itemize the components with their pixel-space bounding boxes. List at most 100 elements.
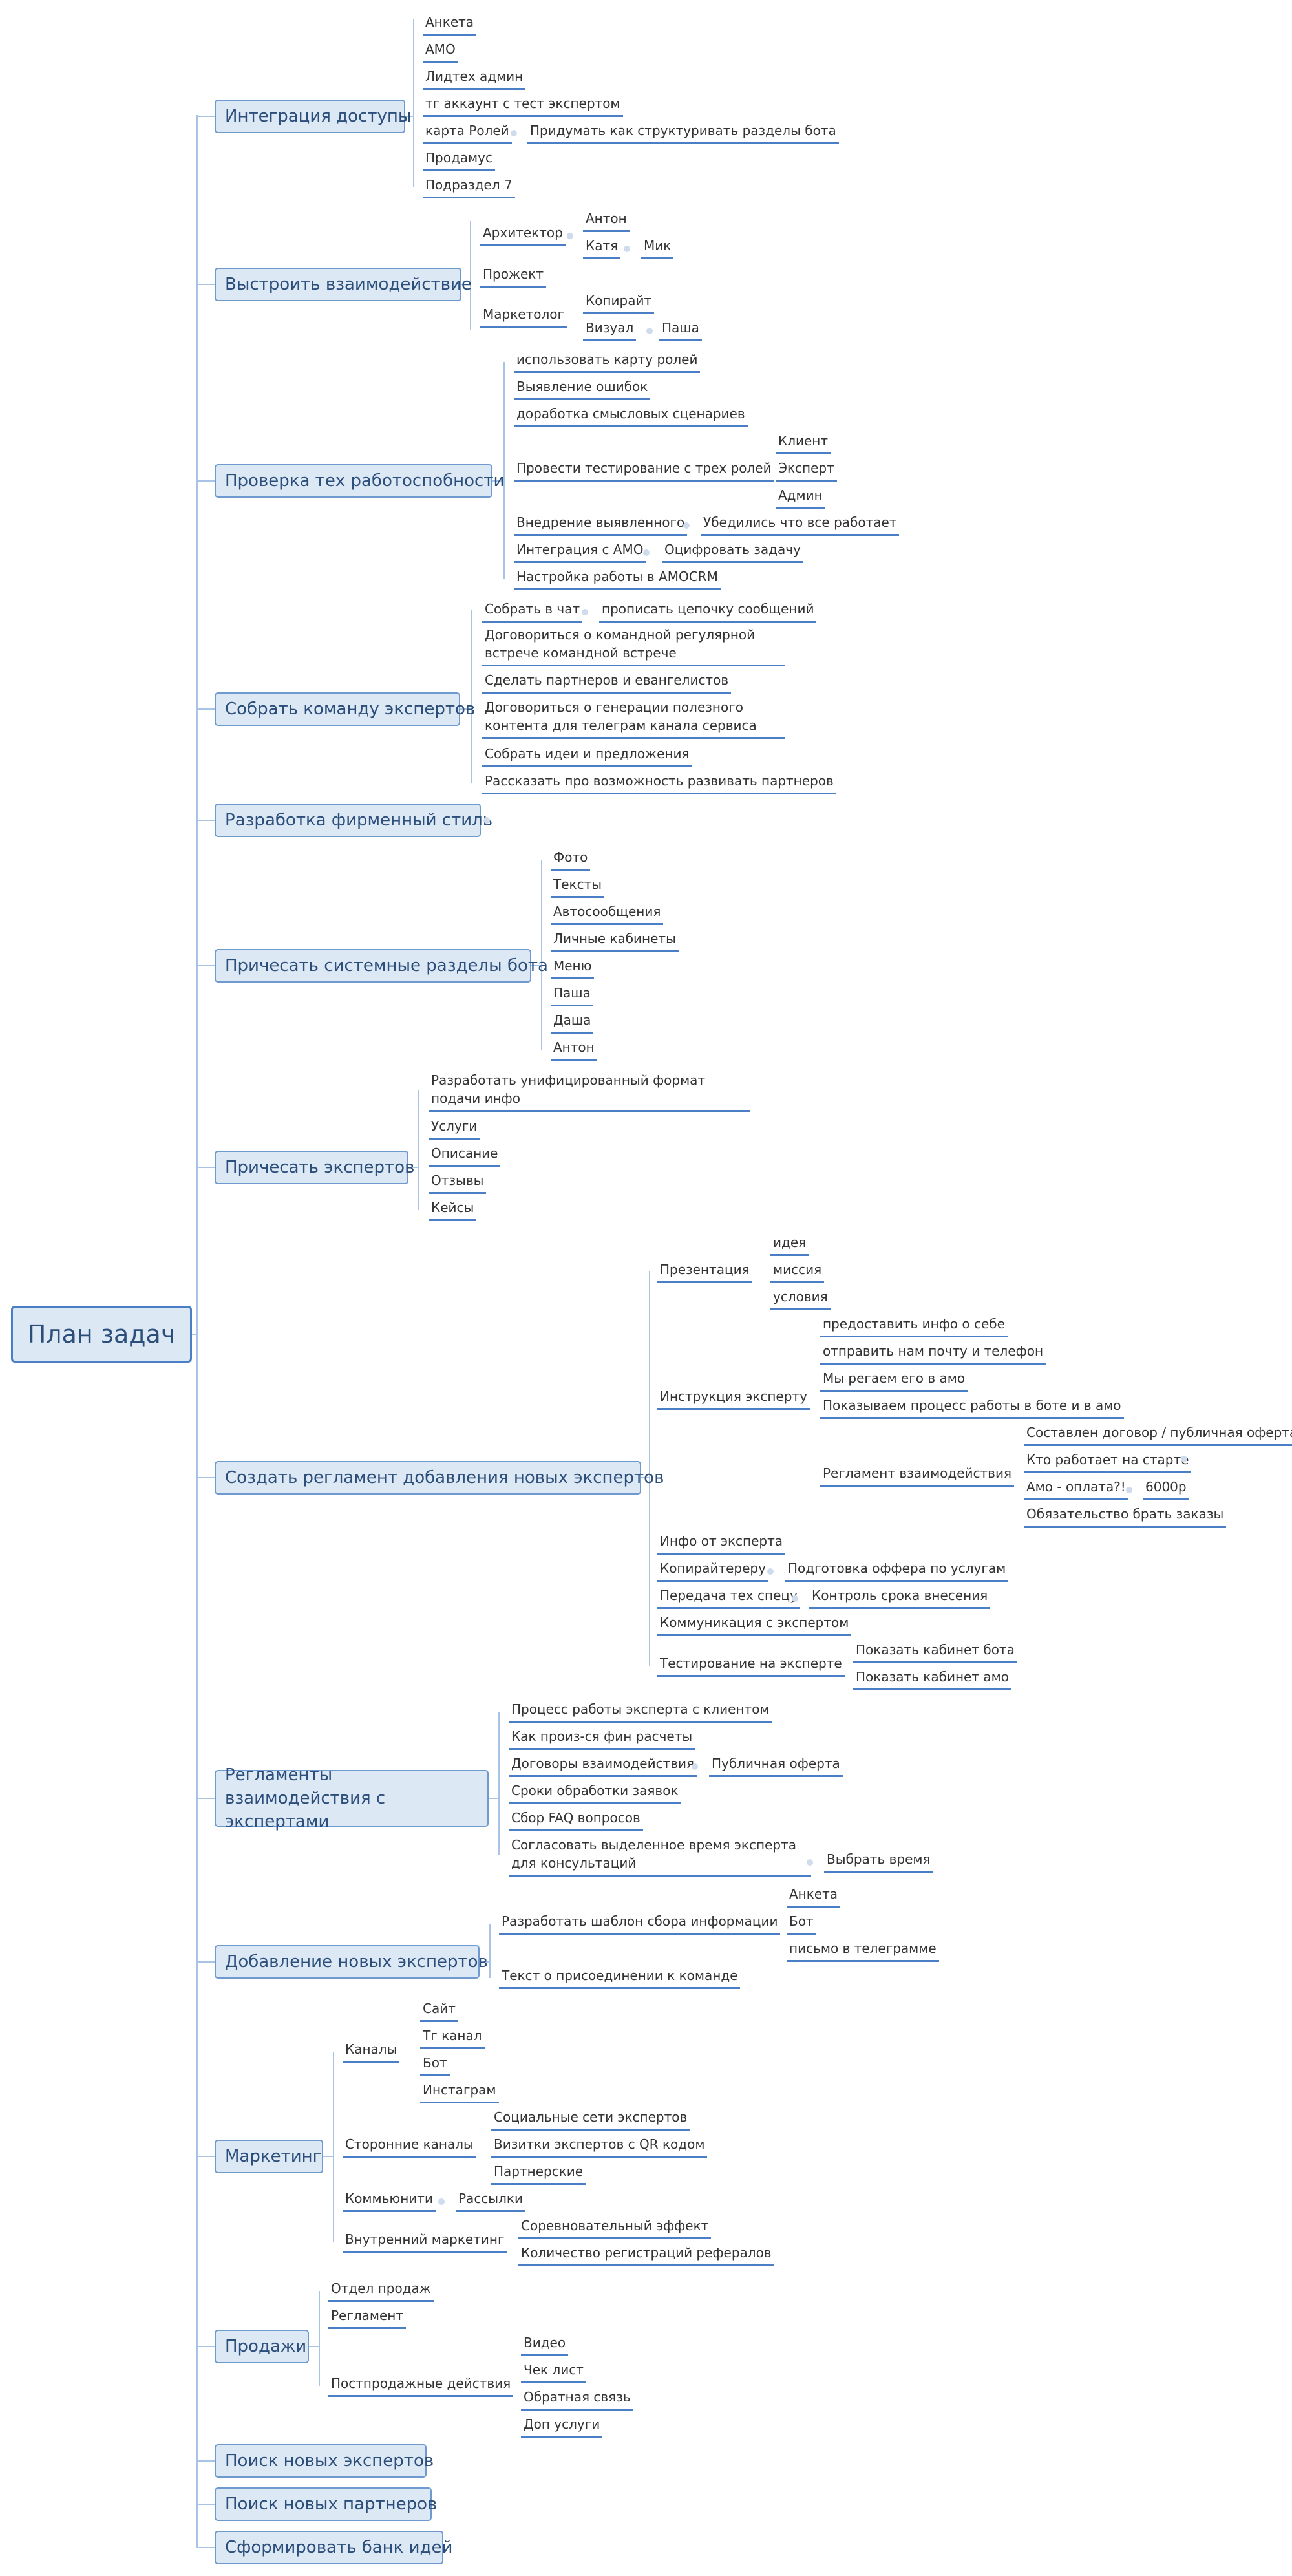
topic-polish-experts[interactable]: Причесать экспертов <box>215 1151 414 1184</box>
sub-item[interactable]: Бот <box>420 2054 450 2076</box>
sub-item[interactable]: Инструкция эксперту <box>657 1387 810 1410</box>
sub-item[interactable]: миссия <box>770 1261 825 1283</box>
sub-item[interactable]: Инстаграм <box>420 2081 499 2103</box>
sub-item[interactable]: Провести тестирование с трех ролей <box>514 459 774 482</box>
sub-item[interactable]: Коммьюнити <box>343 2189 436 2212</box>
topic-brand-style[interactable]: Разработка фирменный стиль <box>215 804 492 837</box>
topic-tech-check[interactable]: Проверка тех работоспобности <box>215 464 504 498</box>
sub-item[interactable]: Маркетолог <box>480 305 567 328</box>
sub-item[interactable]: Бот <box>787 1912 816 1935</box>
sub-item[interactable]: Интеграция с АМО <box>514 540 646 563</box>
sub-item[interactable]: Регламент <box>328 2306 407 2329</box>
sub-item[interactable]: Придумать как структуривать разделы бота <box>527 122 839 144</box>
sub-item[interactable]: Описание <box>429 1144 501 1167</box>
sub-item[interactable]: Контроль срока внесения <box>809 1586 991 1609</box>
sub-item[interactable]: Соревновательный эффект <box>518 2217 712 2239</box>
topic-assemble-team[interactable]: Собрать команду экспертов <box>215 692 475 726</box>
sub-item[interactable]: Как произ-ся фин расчеты <box>509 1727 695 1750</box>
sub-item[interactable]: Подготовка оффера по услугам <box>785 1559 1009 1582</box>
sub-item[interactable]: АМО <box>423 40 458 63</box>
sub-item[interactable]: Сторонние каналы <box>343 2135 476 2158</box>
sub-item[interactable]: предоставить инфо о себе <box>820 1315 1008 1337</box>
sub-item[interactable]: Эксперт <box>776 459 837 482</box>
sub-item[interactable]: Текст о присоединении к команде <box>499 1966 741 1989</box>
sub-item[interactable]: Личные кабинеты <box>551 930 679 952</box>
sub-item[interactable]: Внедрение выявленного <box>514 513 688 536</box>
topic-bot-sections[interactable]: Причесать системные разделы бота <box>215 949 548 983</box>
sub-item[interactable]: Рассказать про возможность развивать пар… <box>482 772 836 794</box>
sub-item[interactable]: Мы регаем его в амо <box>820 1369 968 1392</box>
sub-item[interactable]: Отдел продаж <box>328 2279 434 2302</box>
sub-item[interactable]: Обратная связь <box>521 2388 633 2411</box>
topic-add-experts[interactable]: Добавление новых экспертов <box>215 1945 488 1979</box>
topic-find-partners[interactable]: Поиск новых партнеров <box>215 2487 437 2521</box>
sub-item[interactable]: Согласовать выделенное время эксперта дл… <box>509 1836 811 1877</box>
sub-item[interactable]: Доп услуги <box>521 2415 603 2438</box>
sub-item[interactable]: Договориться о генерации полезного конте… <box>482 698 785 739</box>
sub-item[interactable]: Разработать унифицированный формат подач… <box>429 1071 750 1112</box>
sub-item[interactable]: Сроки обработки заявок <box>509 1782 681 1804</box>
sub-item[interactable]: Передача тех спецу <box>657 1586 800 1609</box>
sub-item[interactable]: Продамус <box>423 149 495 171</box>
sub-item[interactable]: условия <box>770 1288 831 1310</box>
sub-item[interactable]: Показать кабинет бота <box>853 1641 1017 1663</box>
sub-item[interactable]: Сбор FAQ вопросов <box>509 1809 643 1831</box>
sub-item[interactable]: Количество регистраций рефералов <box>518 2244 774 2266</box>
sub-item[interactable]: Даша <box>551 1011 594 1034</box>
sub-item[interactable]: Составлен договор / публичная оферта <box>1024 1423 1292 1446</box>
sub-item[interactable]: Договориться о командной регулярной встр… <box>482 626 785 666</box>
sub-item[interactable]: Разработать шаблон сбора информации <box>499 1912 781 1935</box>
sub-item[interactable]: Социальные сети экспертов <box>491 2108 690 2131</box>
sub-item[interactable]: Договоры взаимодействия <box>509 1754 697 1777</box>
sub-item[interactable]: Выбрать время <box>824 1850 933 1873</box>
sub-item[interactable]: идея <box>770 1233 809 1256</box>
topic-find-experts[interactable]: Поиск новых экспертов <box>215 2444 434 2478</box>
sub-item[interactable]: Лидтех админ <box>423 67 526 90</box>
sub-item[interactable]: Кейсы <box>429 1198 477 1221</box>
sub-item[interactable]: Визуал <box>583 319 637 341</box>
sub-item[interactable]: Тестирование на эксперте <box>657 1654 845 1677</box>
sub-item[interactable]: Админ <box>776 486 825 509</box>
sub-item[interactable]: Тг канал <box>420 2027 485 2049</box>
topic-build-interaction[interactable]: Выстроить взаимодействие <box>215 268 472 301</box>
sub-item[interactable]: Убедились что все работает <box>701 513 900 536</box>
sub-item[interactable]: Показать кабинет амо <box>853 1668 1011 1690</box>
sub-item[interactable]: Постпродажные действия <box>328 2374 514 2397</box>
sub-item[interactable]: Каналы <box>343 2040 400 2063</box>
sub-item[interactable]: Архитектор <box>480 224 566 246</box>
sub-item[interactable]: Прожект <box>480 265 547 288</box>
sub-item[interactable]: использовать карту ролей <box>514 350 701 373</box>
topic-sales[interactable]: Продажи <box>215 2330 309 2363</box>
sub-item[interactable]: Инфо от эксперта <box>657 1532 786 1555</box>
sub-item[interactable]: доработка смысловых сценариев <box>514 405 748 427</box>
topic-expert-regulation[interactable]: Создать регламент добавления новых экспе… <box>215 1461 664 1495</box>
sub-item[interactable]: Публичная оферта <box>709 1754 843 1777</box>
sub-item[interactable]: Сделать партнеров и евангелистов <box>482 671 732 694</box>
sub-item[interactable]: Клиент <box>776 432 831 454</box>
topic-integration-access[interactable]: Интеграция доступы <box>215 100 411 133</box>
sub-item[interactable]: Настройка работы в AMOCRM <box>514 568 721 590</box>
sub-item[interactable]: отправить нам почту и телефон <box>820 1342 1046 1365</box>
sub-item[interactable]: Анкета <box>787 1885 841 1908</box>
sub-item[interactable]: Паша <box>551 984 593 1006</box>
root-node[interactable]: План задач <box>11 1306 192 1363</box>
topic-interaction-regulations[interactable]: Регламенты взаимодействия с экспертами <box>215 1765 489 1831</box>
sub-item[interactable]: Копирайтереру <box>657 1559 768 1582</box>
topic-marketing[interactable]: Маркетинг <box>215 2140 323 2173</box>
sub-item[interactable]: Меню <box>551 957 595 979</box>
sub-item[interactable]: Чек лист <box>521 2361 586 2383</box>
sub-item[interactable]: Подраздел 7 <box>423 176 515 198</box>
sub-item[interactable]: Визитки экспертов с QR кодом <box>491 2135 708 2158</box>
sub-item[interactable]: Сайт <box>420 1999 458 2022</box>
sub-item[interactable]: Собрать в чат <box>482 600 583 623</box>
sub-item[interactable]: Показываем процесс работы в боте и в амо <box>820 1396 1124 1419</box>
sub-item[interactable]: Рассылки <box>456 2189 525 2212</box>
sub-item[interactable]: карта Ролей <box>423 122 512 144</box>
sub-item[interactable]: Отзывы <box>429 1171 487 1194</box>
topic-idea-bank[interactable]: Сформировать банк идей <box>215 2531 452 2564</box>
sub-item[interactable]: Антон <box>583 209 630 232</box>
sub-item[interactable]: 6000р <box>1143 1478 1189 1500</box>
sub-item[interactable]: Внутренний маркетинг <box>343 2230 507 2253</box>
sub-item[interactable]: Видео <box>521 2334 569 2356</box>
sub-item[interactable]: Амо - оплата?! <box>1024 1478 1128 1500</box>
